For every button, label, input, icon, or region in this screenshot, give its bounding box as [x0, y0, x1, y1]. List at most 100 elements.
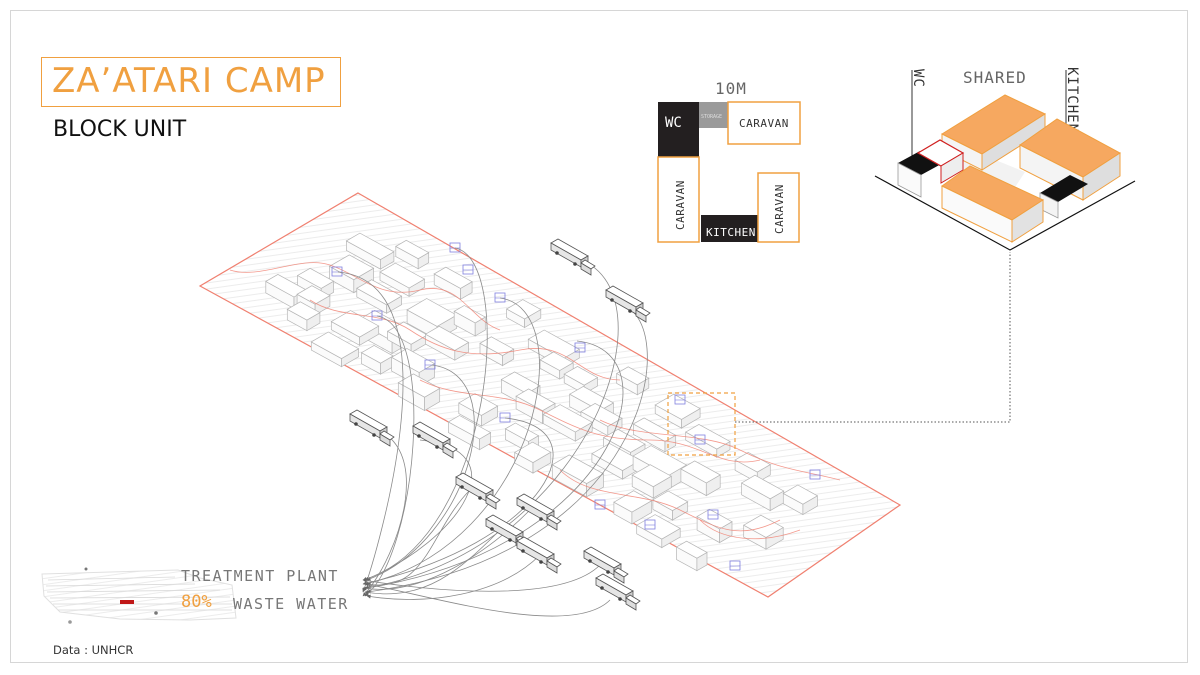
plan-wc	[658, 102, 699, 157]
highlight-selection	[667, 392, 736, 456]
sewer-node	[809, 469, 821, 480]
sewer-nodes	[331, 242, 821, 571]
shelter	[742, 514, 784, 550]
plant-texture	[45, 576, 232, 611]
camp-boundary	[198, 192, 902, 598]
shelter	[395, 239, 430, 270]
shelter	[635, 514, 681, 549]
truck	[605, 285, 651, 323]
plan-kitchen	[701, 215, 758, 242]
waste-water-label: WASTE WATER	[233, 595, 349, 613]
shelter	[360, 344, 394, 375]
axon-wc	[897, 151, 943, 198]
waste-route	[362, 564, 601, 592]
axon-storage	[916, 139, 965, 184]
plant-site	[41, 569, 237, 621]
waste-route	[359, 424, 407, 597]
truck	[412, 421, 458, 459]
shelter	[379, 262, 426, 297]
sewer-node	[462, 264, 474, 275]
camp-path	[309, 299, 621, 381]
plan-caravan-top	[727, 101, 801, 145]
shelter	[458, 393, 499, 427]
waste-route	[362, 247, 488, 581]
waste-route	[366, 340, 624, 590]
sewer-node	[694, 434, 706, 445]
camp-path	[699, 519, 801, 540]
shelter	[684, 423, 731, 458]
truck	[349, 409, 395, 447]
treatment-plant-title: TREATMENT PLANT	[181, 567, 339, 585]
truck	[583, 546, 629, 584]
truck	[516, 493, 562, 531]
shelter	[386, 321, 429, 354]
waste-route	[364, 255, 619, 590]
plan-storage	[699, 102, 728, 128]
page-frame	[10, 10, 1188, 663]
block-axon: WC SHARED KITCHEN	[874, 67, 1136, 251]
sewer-node	[574, 342, 586, 353]
page-title: ZA’ATARI CAMP	[52, 61, 326, 101]
shelter	[433, 266, 473, 300]
waste-routes	[337, 247, 648, 617]
waste-route	[364, 529, 501, 595]
shelter	[345, 232, 395, 270]
axon-kitchen-label: KITCHEN	[1064, 67, 1080, 133]
shelter	[542, 404, 593, 442]
sewer-node	[707, 509, 719, 520]
shelter	[397, 373, 441, 412]
sewer-node	[674, 394, 686, 405]
waste-route	[366, 554, 541, 600]
shelter	[513, 441, 552, 474]
plan-dimension: 10M	[715, 79, 747, 98]
plant-dot	[84, 567, 88, 571]
plan-caravan-left	[657, 156, 700, 243]
shelter	[652, 490, 689, 521]
sewer-node	[729, 560, 741, 571]
plant-marker	[120, 600, 134, 604]
shelter	[632, 417, 677, 453]
shelter	[675, 540, 708, 572]
axon-caravan-back	[940, 94, 1047, 171]
truck	[595, 573, 641, 611]
truck	[550, 238, 596, 276]
waste-route	[337, 271, 404, 593]
truck	[516, 536, 562, 574]
shelter	[740, 474, 785, 512]
shelter	[782, 484, 819, 516]
plan-storage-label: STORAGE	[701, 114, 722, 120]
page-subtitle: BLOCK UNIT	[53, 117, 187, 142]
waste-route	[366, 489, 471, 587]
plan-caravan-left-label: CARAVAN	[674, 180, 687, 230]
truck	[455, 472, 501, 510]
plan-caravan-right	[757, 172, 800, 243]
camp-path	[599, 419, 841, 481]
plant-dot	[68, 620, 72, 624]
shelter	[680, 460, 721, 497]
axon-ground	[874, 175, 1136, 251]
shelter	[453, 305, 487, 337]
axon-caravan-front	[941, 165, 1045, 243]
sewer-node	[594, 499, 606, 510]
title-box	[41, 57, 341, 107]
plan-wc-label: WC	[665, 115, 682, 131]
waste-route	[364, 297, 540, 586]
data-source: Data : UNHCR	[53, 643, 134, 657]
shelter	[424, 325, 470, 361]
axon-wc-label: WC	[910, 69, 926, 88]
camp-path	[419, 379, 761, 463]
plan-caravan-top-label: CARAVAN	[739, 117, 789, 130]
shelter	[505, 299, 542, 329]
axon-shared-label: SHARED	[963, 68, 1027, 87]
shelter	[286, 301, 321, 332]
shelter	[328, 254, 375, 294]
waste-water-percent: 80%	[181, 592, 212, 612]
shelter	[330, 310, 380, 346]
waste-route	[364, 582, 611, 617]
treatment-plant	[41, 567, 237, 624]
shelter	[631, 464, 673, 499]
waste-route	[366, 304, 648, 594]
shelter	[539, 351, 574, 380]
connector-line	[735, 252, 1011, 423]
